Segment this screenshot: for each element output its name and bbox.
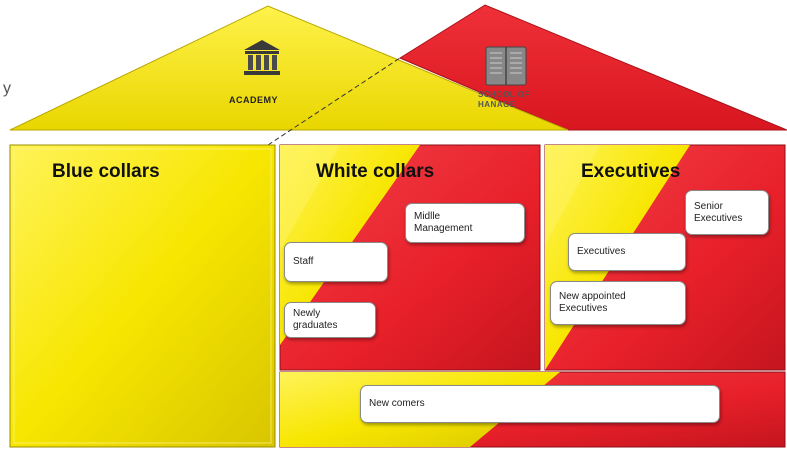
new-appointed-executives-label: New appointed Executives bbox=[559, 291, 626, 314]
staff-label: Staff bbox=[293, 256, 314, 267]
senior-executives-box: Senior Executives bbox=[685, 190, 769, 235]
executives-box: Executives bbox=[568, 233, 686, 271]
roof-left-yellow bbox=[9, 5, 569, 131]
school-label-top: SCHOOL OF bbox=[478, 90, 530, 99]
new-appointed-executives-box: New appointed Executives bbox=[550, 281, 686, 325]
middle-management-box: Midlle Management bbox=[405, 203, 525, 243]
blue-collars-title: Blue collars bbox=[52, 161, 160, 182]
newly-graduates-box: Newly graduates bbox=[284, 302, 376, 338]
new-comers-label: New comers bbox=[369, 398, 425, 409]
roof-right-red bbox=[398, 4, 787, 131]
senior-executives-label: Senior Executives bbox=[694, 200, 743, 224]
book-icon bbox=[485, 46, 527, 86]
school-label-bottom: HANAGE bbox=[478, 100, 516, 109]
executives-title: Executives bbox=[581, 161, 681, 182]
roof-dashed-divider bbox=[267, 57, 401, 146]
academy-label: ACADEMY bbox=[229, 95, 279, 105]
roof bbox=[9, 4, 787, 146]
executives-label: Executives bbox=[577, 246, 626, 257]
newly-graduates-label: Newly graduates bbox=[293, 308, 338, 331]
new-comers-box: New comers bbox=[360, 385, 720, 423]
staff-box: Staff bbox=[284, 242, 388, 282]
blue-collars-panel bbox=[9, 144, 276, 448]
edge-letter: y bbox=[3, 80, 11, 97]
middle-management-label: Midlle Management bbox=[414, 211, 473, 234]
white-collars-title: White collars bbox=[316, 161, 435, 182]
building-columns-icon bbox=[244, 40, 280, 75]
